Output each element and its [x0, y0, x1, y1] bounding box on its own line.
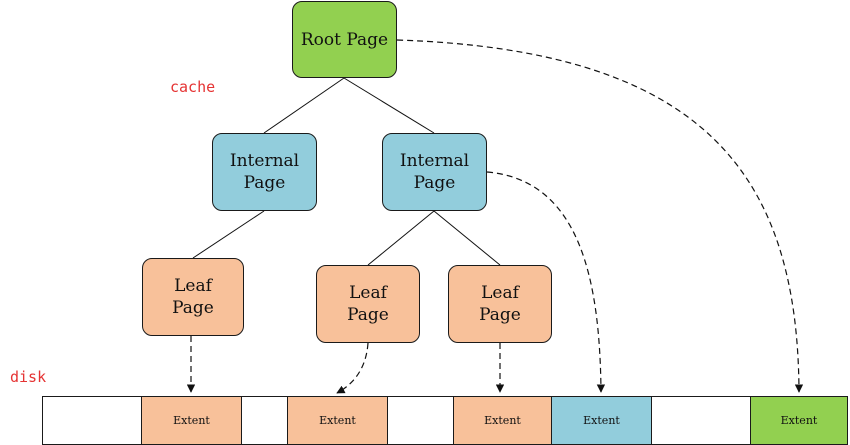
disk-extent-8	[651, 396, 751, 445]
disk-extent-5	[387, 396, 454, 445]
internal-page-label-right: Internal Page	[399, 151, 470, 193]
internal-page-node-left: Internal Page	[212, 133, 317, 211]
edge-internal-right-leaf-2	[367, 210, 435, 266]
edge-root-internal-right	[343, 77, 435, 134]
disk-extent-3	[241, 396, 288, 445]
edge-root-internal-left	[263, 77, 345, 134]
extent-label: Extent	[173, 414, 210, 427]
pointer-internal-to-extent	[486, 171, 606, 393]
extent-label: Extent	[319, 414, 356, 427]
pointer-leaf-2-to-extent	[336, 342, 369, 394]
leaf-page-node-2: Leaf Page	[316, 265, 420, 343]
disk-extent-4: Extent	[287, 396, 388, 445]
extent-label: Extent	[484, 414, 521, 427]
cache-label: cache	[170, 78, 216, 96]
internal-page-node-right: Internal Page	[382, 133, 487, 211]
leaf-page-node-3: Leaf Page	[448, 265, 552, 343]
edge-internal-right-leaf-3	[433, 210, 501, 266]
disk-extent-2: Extent	[141, 396, 242, 445]
pointer-root-to-extent	[396, 39, 804, 393]
leaf-page-label-1: Leaf Page	[172, 276, 214, 318]
leaf-page-label-3: Leaf Page	[479, 283, 521, 325]
extent-label: Extent	[780, 414, 818, 427]
root-page-node: Root Page	[292, 1, 397, 78]
edge-internal-left-leaf-1	[192, 210, 265, 259]
extent-label: Extent	[583, 414, 620, 427]
leaf-page-label-2: Leaf Page	[347, 283, 389, 325]
root-page-label: Root Page	[300, 29, 389, 50]
disk-extent-9: Extent	[750, 396, 848, 445]
disk-extent-7: Extent	[551, 396, 652, 445]
disk-extent-1	[42, 396, 142, 445]
leaf-page-node-1: Leaf Page	[142, 258, 244, 336]
disk-label: disk	[10, 368, 47, 386]
disk-extent-6: Extent	[453, 396, 552, 445]
internal-page-label-left: Internal Page	[229, 151, 300, 193]
